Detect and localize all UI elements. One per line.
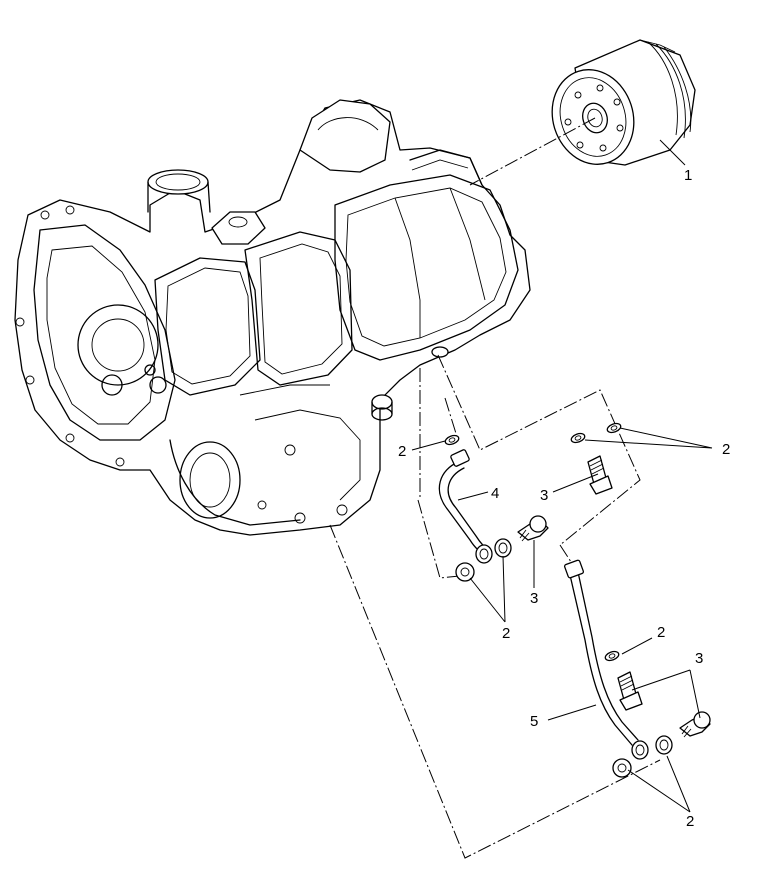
washer-lower-c (612, 758, 632, 778)
callout-2-upper-right: 2 (722, 441, 730, 458)
oil-filter (551, 39, 696, 166)
filter-centerline (469, 117, 596, 186)
banjo-bolt-upper (587, 455, 613, 495)
leader-lines (411, 139, 713, 813)
callout-2-bottom: 2 (686, 813, 694, 830)
washer-mid-a (455, 562, 475, 582)
callout-4: 4 (491, 485, 499, 502)
washer-lower-a (604, 650, 620, 662)
washer-lower-b (655, 735, 673, 755)
callout-3-mid: 3 (530, 590, 538, 607)
oil-line-upper (438, 449, 493, 564)
engine-crankcase (14, 99, 531, 536)
callout-3-lower: 3 (695, 650, 703, 667)
washer-upper-left (444, 434, 460, 446)
banjo-bolt-lower-a (617, 671, 643, 711)
callout-3-upper: 3 (540, 487, 548, 504)
callout-2-upper-left: 2 (398, 443, 406, 460)
washer-upper-right-a (570, 432, 586, 444)
banjo-bolt-lower-b (679, 711, 711, 738)
oil-line-lower (564, 559, 649, 760)
washer-mid-b (494, 538, 512, 558)
callout-2-mid: 2 (502, 625, 510, 642)
callout-5: 5 (530, 713, 538, 730)
washer-upper-right-b (606, 422, 622, 434)
callout-1: 1 (684, 167, 692, 184)
banjo-bolt-mid (517, 515, 549, 542)
callout-2-lower: 2 (657, 624, 665, 641)
